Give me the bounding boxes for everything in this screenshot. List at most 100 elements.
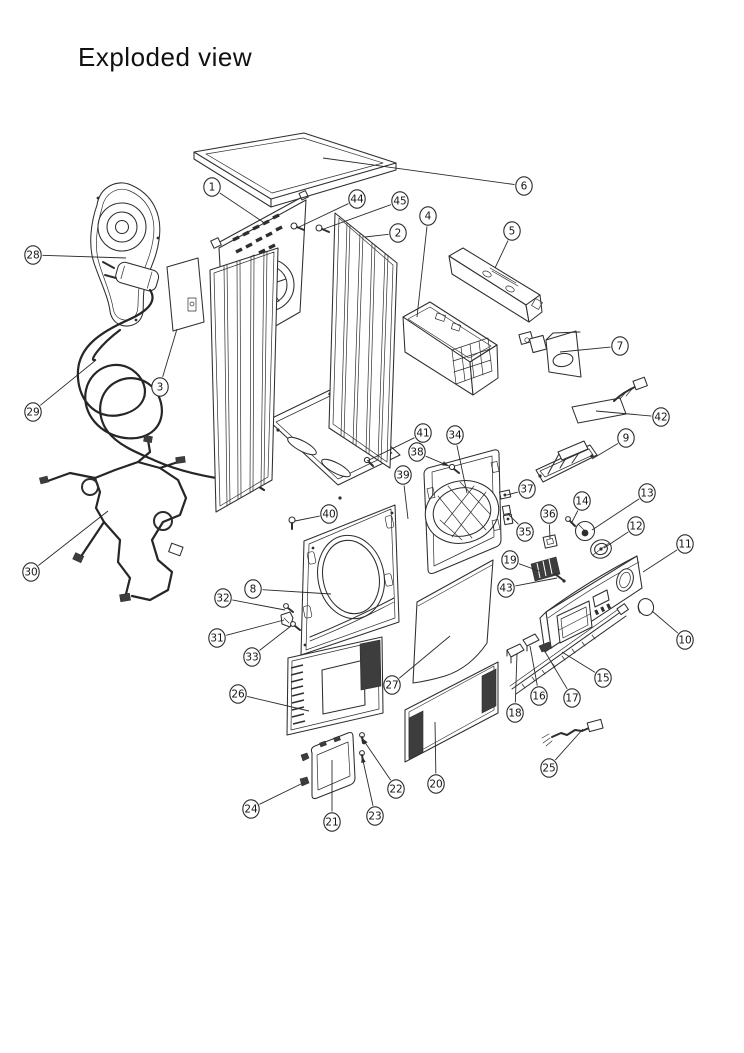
part-13-disc — [574, 520, 596, 542]
callout-45: 45 — [320, 191, 409, 231]
callout-39: 39 — [394, 465, 412, 520]
dispenser-grid — [451, 337, 493, 385]
svg-text:4: 4 — [425, 211, 432, 223]
callout-43: 43 — [497, 577, 558, 598]
callout-leader-24 — [259, 782, 304, 805]
callout-44: 44 — [296, 189, 366, 229]
svg-text:5: 5 — [509, 226, 516, 238]
svg-text:38: 38 — [410, 447, 423, 459]
callout-3: 3 — [151, 328, 178, 397]
callout-leader-39 — [403, 485, 409, 520]
callout-leader-40 — [294, 515, 320, 522]
callout-8: 8 — [244, 579, 332, 599]
callout-40: 40 — [294, 504, 338, 524]
callout-leader-32 — [232, 599, 286, 611]
part-44-screw — [290, 222, 305, 231]
callout-5: 5 — [494, 221, 521, 269]
svg-text:1: 1 — [209, 182, 216, 194]
callout-leader-1 — [219, 192, 264, 223]
callout-34: 34 — [446, 425, 468, 494]
callout-13: 13 — [591, 483, 656, 531]
callout-leader-23 — [361, 755, 374, 806]
callout-28: 28 — [24, 245, 127, 265]
callout-33: 33 — [243, 625, 292, 667]
callout-9: 9 — [591, 428, 635, 460]
part-17-clip — [538, 641, 553, 653]
svg-text:7: 7 — [617, 341, 624, 353]
callout-35: 35 — [507, 513, 534, 542]
svg-text:43: 43 — [499, 583, 512, 595]
callout-leader-43 — [515, 577, 558, 587]
part-7-funnel — [518, 330, 582, 378]
callout-27: 27 — [383, 635, 451, 695]
part-38-screw — [448, 463, 460, 474]
callout-leader-30 — [38, 510, 109, 566]
callout-41: 41 — [366, 423, 432, 462]
svg-text:16: 16 — [532, 691, 546, 703]
callout-29: 29 — [24, 359, 97, 422]
callout-leader-34 — [456, 445, 468, 494]
callout-36: 36 — [540, 504, 558, 540]
part-25-wire-lead — [541, 718, 604, 747]
svg-text:41: 41 — [416, 428, 429, 440]
callout-leader-36 — [548, 524, 551, 540]
callout-leader-8 — [262, 589, 332, 595]
callout-leader-13 — [591, 498, 640, 531]
svg-text:44: 44 — [350, 194, 364, 206]
callout-leader-6 — [322, 157, 515, 185]
callout-leader-12 — [603, 531, 629, 549]
callout-31: 31 — [208, 619, 285, 648]
part-34-door-frame — [423, 449, 502, 575]
svg-text:21: 21 — [325, 817, 338, 829]
callout-leader-17 — [543, 649, 568, 690]
callout-leader-26 — [247, 696, 310, 712]
callout-leader-27 — [398, 635, 451, 679]
callout-22: 22 — [361, 737, 405, 799]
part-18-bracket — [506, 643, 525, 664]
svg-text:23: 23 — [368, 811, 381, 823]
callout-16: 16 — [529, 645, 548, 706]
callout-leader-2 — [364, 233, 389, 238]
svg-text:9: 9 — [623, 433, 630, 445]
part-20-lower-panel — [404, 661, 499, 763]
svg-text:13: 13 — [640, 488, 653, 500]
svg-text:36: 36 — [542, 509, 556, 521]
svg-text:10: 10 — [678, 635, 691, 647]
callout-15: 15 — [561, 651, 612, 688]
part-24-clip — [299, 752, 310, 787]
part-41-screw — [363, 456, 374, 467]
callout-leader-25 — [554, 728, 584, 761]
callout-1: 1 — [203, 177, 264, 223]
callout-6: 6 — [322, 157, 533, 196]
svg-text:17: 17 — [565, 693, 578, 705]
part-21-access-door — [310, 731, 356, 800]
callout-32: 32 — [214, 588, 286, 611]
svg-text:29: 29 — [26, 407, 39, 419]
part-43-pin — [554, 573, 566, 583]
callout-20: 20 — [427, 721, 445, 794]
callout-leader-10 — [651, 610, 679, 634]
svg-text:37: 37 — [520, 484, 533, 496]
part-14-screw — [565, 516, 576, 527]
svg-text:3: 3 — [157, 382, 164, 394]
part-19-terminal-block — [530, 556, 561, 582]
callout-38: 38 — [408, 442, 450, 467]
callout-24: 24 — [242, 782, 304, 819]
part-32-screw — [283, 603, 294, 613]
part-42-label-strip — [571, 376, 648, 424]
part-5-housing-cover — [448, 247, 543, 323]
svg-text:15: 15 — [596, 673, 609, 685]
svg-text:33: 33 — [245, 652, 258, 664]
callout-leader-19 — [518, 563, 540, 572]
callout-leader-18 — [514, 653, 518, 703]
part-36-clip — [542, 534, 558, 549]
callout-leader-16 — [529, 645, 538, 686]
part-28-cover — [90, 182, 161, 327]
svg-text:45: 45 — [393, 196, 406, 208]
callout-leader-37 — [506, 491, 519, 496]
callout-leader-22 — [361, 737, 392, 781]
svg-text:25: 25 — [542, 763, 555, 775]
callout-2: 2 — [364, 223, 407, 243]
callout-12: 12 — [603, 516, 645, 549]
